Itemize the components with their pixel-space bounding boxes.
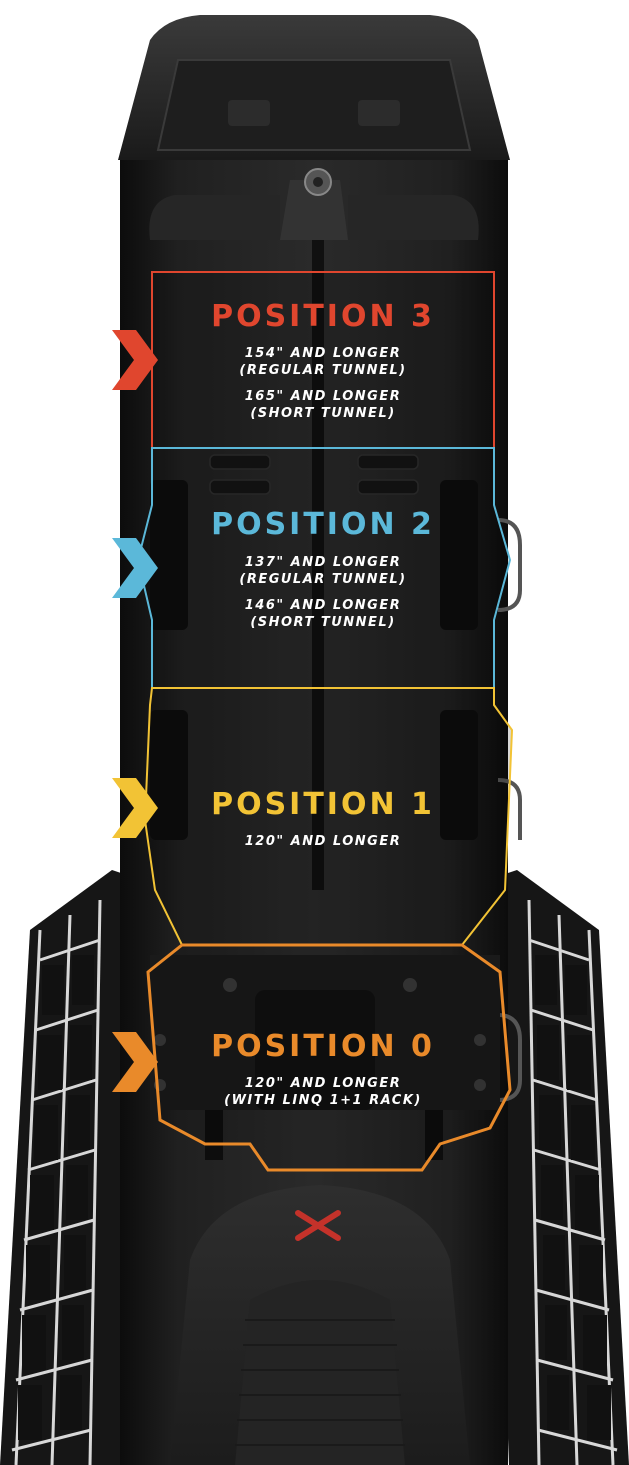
- position-2-line-1: 137" AND LONGER: [245, 555, 402, 570]
- position-3-line-1: 154" AND LONGER: [245, 346, 402, 361]
- position-2-line-2: (REGULAR TUNNEL): [239, 572, 406, 587]
- position-1-line-1: 120" AND LONGER: [245, 834, 402, 849]
- right-running-board: [487, 870, 629, 1465]
- position-2-title: POSITION 2: [211, 507, 435, 542]
- position-3-line-3: 165" AND LONGER: [245, 389, 402, 404]
- position-3-line-4: (SHORT TUNNEL): [250, 406, 395, 421]
- position-0-title: POSITION 0: [211, 1029, 435, 1064]
- position-0-line-1: 120" AND LONGER: [245, 1076, 402, 1091]
- position-3-line-2: (REGULAR TUNNEL): [239, 363, 406, 378]
- position-0-line-2: (WITH LINQ 1+1 RACK): [224, 1093, 422, 1108]
- position-3-title: POSITION 3: [211, 299, 435, 334]
- position-1-title: POSITION 1: [211, 787, 435, 822]
- position-2-line-3: 146" AND LONGER: [245, 598, 402, 613]
- position-2-line-4: (SHORT TUNNEL): [250, 615, 395, 630]
